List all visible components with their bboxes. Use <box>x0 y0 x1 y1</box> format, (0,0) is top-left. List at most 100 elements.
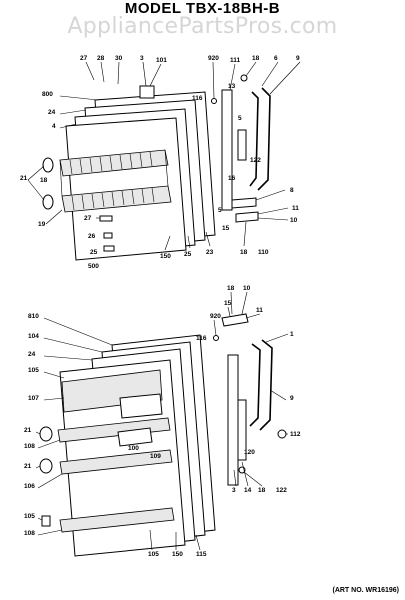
label-105-top: 105 <box>28 367 39 374</box>
label-14: 14 <box>244 487 252 494</box>
label-18-top-b: 18 <box>40 177 48 184</box>
label-15-top: 15 <box>222 225 230 232</box>
label-500: 500 <box>88 263 99 270</box>
label-21-bottom-b: 21 <box>24 463 32 470</box>
art-number: (ART NO. WR16196) <box>332 587 399 594</box>
freezer-door-handle <box>257 87 271 191</box>
label-18-top-c: 18 <box>240 249 248 256</box>
label-112: 112 <box>290 431 301 438</box>
label-27-top-b: 27 <box>84 215 92 222</box>
label-23: 23 <box>206 249 214 256</box>
label-25-top-a: 25 <box>90 249 98 256</box>
diagram-title: MODEL TBX-18BH-B <box>124 0 281 17</box>
label-19: 19 <box>38 221 46 228</box>
label-115: 115 <box>196 551 207 558</box>
label-24-bottom: 24 <box>28 351 36 358</box>
door-shelf-1 <box>57 417 171 443</box>
label-11-top: 11 <box>292 205 299 212</box>
label-5-top-a: 5 <box>238 115 242 122</box>
label-10-bottom: 10 <box>243 285 251 292</box>
shelf-retainer-upper <box>42 157 54 173</box>
freezer-handle-cap <box>139 85 155 99</box>
top-leader-lines <box>27 61 301 251</box>
label-18-bottom-b: 18 <box>258 487 266 494</box>
small-part-27 <box>99 215 113 222</box>
hinge-top-lower <box>221 313 249 327</box>
label-920-bottom: 920 <box>210 313 221 320</box>
label-116-top: 116 <box>192 95 203 102</box>
label-21-top: 21 <box>20 175 28 182</box>
freezer-door-assembly <box>42 74 271 261</box>
fresh-food-door-handle <box>259 339 273 431</box>
label-6: 6 <box>274 55 278 62</box>
egg-tray <box>117 427 153 447</box>
label-108-top: 108 <box>24 443 35 450</box>
label-25-top-b: 25 <box>184 251 192 258</box>
label-10-top: 10 <box>290 217 298 224</box>
label-28: 28 <box>97 55 105 62</box>
top-part-labels: 27 28 30 3 101 920 111 18 6 9 116 800 24… <box>20 55 300 270</box>
label-9-top: 9 <box>296 55 300 62</box>
label-108-bottom: 108 <box>24 530 35 537</box>
label-4: 4 <box>52 123 56 130</box>
door-shelf-3 <box>59 507 175 533</box>
label-9-bottom: 9 <box>290 395 294 402</box>
label-150-top: 150 <box>160 253 171 260</box>
small-part-500 <box>103 245 115 252</box>
hinge-plate <box>231 197 257 209</box>
label-13: 13 <box>228 83 236 90</box>
fresh-food-handle-trim <box>249 343 261 427</box>
door-stop-bar-lower <box>227 354 239 486</box>
label-800: 800 <box>42 91 53 98</box>
door-shelf-2 <box>59 449 173 475</box>
retainer-105 <box>41 515 51 527</box>
label-30: 30 <box>115 55 123 62</box>
retainer-21-lower <box>39 458 53 474</box>
label-5-top-b: 5 <box>218 207 222 214</box>
label-109: 109 <box>150 453 161 460</box>
label-8: 8 <box>290 187 294 194</box>
screw-116-lower <box>213 335 219 341</box>
shelf-retainer-lower <box>42 194 54 210</box>
watermark: AppliancePartsPros.com <box>67 14 338 39</box>
label-810: 810 <box>28 313 39 320</box>
door-stop-bar <box>221 89 233 211</box>
label-104: 104 <box>28 333 39 340</box>
label-26: 26 <box>88 233 96 240</box>
label-122-bottom: 122 <box>276 487 287 494</box>
retainer-21-upper <box>39 426 53 442</box>
dairy-door <box>119 393 163 419</box>
label-16: 16 <box>228 175 236 182</box>
screw-116 <box>211 98 217 104</box>
label-120: 120 <box>244 449 255 456</box>
label-111: 111 <box>230 57 241 64</box>
hinge-bracket <box>235 211 259 223</box>
label-920-top: 920 <box>208 55 219 62</box>
label-107: 107 <box>28 395 39 402</box>
bottom-leader-lines <box>35 291 289 551</box>
label-27-top: 27 <box>80 55 88 62</box>
freezer-shelf-lower <box>61 185 172 213</box>
label-24-top: 24 <box>48 109 56 116</box>
hinge-part-122 <box>237 129 247 161</box>
label-3-bottom: 3 <box>232 487 236 494</box>
label-101: 101 <box>156 57 167 64</box>
fresh-food-door-assembly <box>39 313 287 557</box>
label-122-top: 122 <box>250 157 261 164</box>
label-105-bottom: 105 <box>148 551 159 558</box>
small-part-26 <box>103 232 113 239</box>
label-110: 110 <box>258 249 269 256</box>
label-1: 1 <box>290 331 294 338</box>
label-3-top: 3 <box>140 55 144 62</box>
label-150-bottom: 150 <box>172 551 183 558</box>
freezer-shelf-upper <box>59 149 169 177</box>
label-106: 106 <box>24 483 35 490</box>
cap-112 <box>277 429 287 439</box>
screw-18 <box>240 74 248 82</box>
label-15-bottom: 15 <box>224 300 232 307</box>
label-21-bottom-a: 21 <box>24 427 32 434</box>
label-100: 100 <box>128 445 139 452</box>
label-11-bottom: 11 <box>256 307 263 314</box>
label-116-bottom: 116 <box>196 335 207 342</box>
